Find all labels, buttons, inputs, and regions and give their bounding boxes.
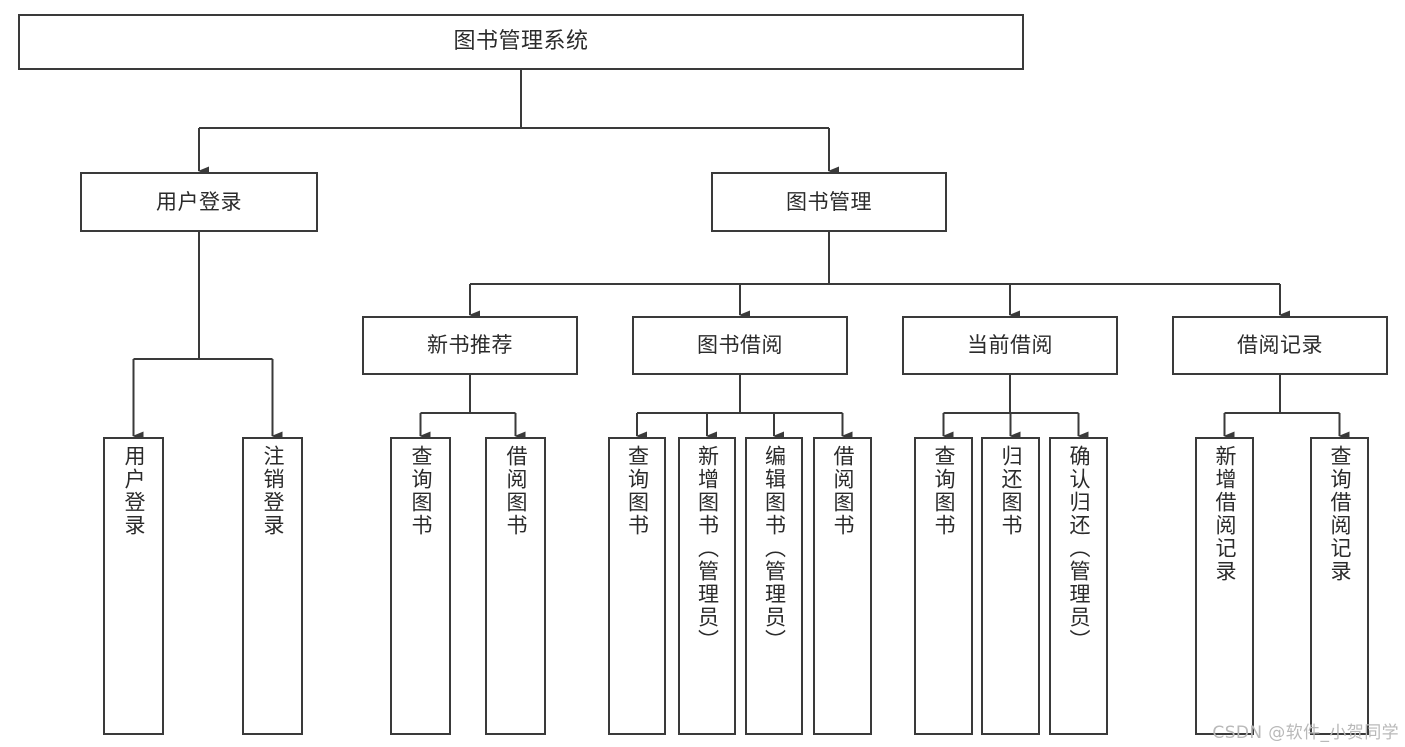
node-current-borrow[interactable]: 当前借阅 (902, 316, 1118, 375)
node-label: 确认归还（管理员） (1067, 445, 1091, 652)
node-leaf-user-login[interactable]: 用户登录 (103, 437, 164, 735)
node-label: 图书管理 (786, 189, 872, 214)
node-label: 查询图书 (409, 445, 433, 537)
watermark-text: CSDN @软件_小贺同学 (1212, 723, 1399, 743)
node-label: 注销登录 (261, 445, 285, 537)
edge-paths (132, 70, 1350, 441)
node-leaf-logout[interactable]: 注销登录 (242, 437, 303, 735)
node-label: 用户登录 (156, 189, 242, 214)
node-borrow-record[interactable]: 借阅记录 (1172, 316, 1388, 375)
node-new-book-recommend[interactable]: 新书推荐 (362, 316, 578, 375)
node-leaf-return-book[interactable]: 归还图书 (981, 437, 1040, 735)
node-label: 编辑图书（管理员） (762, 445, 787, 652)
node-label: 用户登录 (122, 445, 146, 537)
node-leaf-borrow-book-1[interactable]: 借阅图书 (485, 437, 546, 735)
node-leaf-confirm-return[interactable]: 确认归还（管理员） (1049, 437, 1108, 735)
node-leaf-edit-book[interactable]: 编辑图书（管理员） (745, 437, 803, 735)
node-label: 查询借阅记录 (1328, 445, 1352, 583)
node-leaf-add-borrow-record[interactable]: 新增借阅记录 (1195, 437, 1254, 735)
node-leaf-query-book-1[interactable]: 查询图书 (390, 437, 451, 735)
node-root-system[interactable]: 图书管理系统 (18, 14, 1024, 70)
node-label: 新增图书（管理员） (695, 445, 720, 652)
node-label: 新增借阅记录 (1213, 445, 1237, 583)
node-label: 图书借阅 (697, 333, 783, 358)
node-label: 借阅记录 (1237, 333, 1323, 358)
node-label: 查询图书 (625, 445, 650, 537)
node-book-management[interactable]: 图书管理 (711, 172, 947, 232)
node-user-login[interactable]: 用户登录 (80, 172, 318, 232)
node-label: 归还图书 (999, 445, 1023, 537)
node-leaf-query-book-2[interactable]: 查询图书 (608, 437, 666, 735)
node-book-borrow[interactable]: 图书借阅 (632, 316, 848, 375)
node-leaf-add-book[interactable]: 新增图书（管理员） (678, 437, 736, 735)
node-leaf-query-book-3[interactable]: 查询图书 (914, 437, 973, 735)
node-label: 新书推荐 (427, 333, 513, 358)
node-leaf-query-borrow-record[interactable]: 查询借阅记录 (1310, 437, 1369, 735)
node-label: 借阅图书 (831, 445, 855, 537)
node-label: 当前借阅 (967, 333, 1053, 358)
node-label: 借阅图书 (504, 445, 528, 537)
node-label: 查询图书 (932, 445, 956, 537)
node-label: 图书管理系统 (453, 29, 589, 55)
node-leaf-borrow-book-2[interactable]: 借阅图书 (813, 437, 872, 735)
